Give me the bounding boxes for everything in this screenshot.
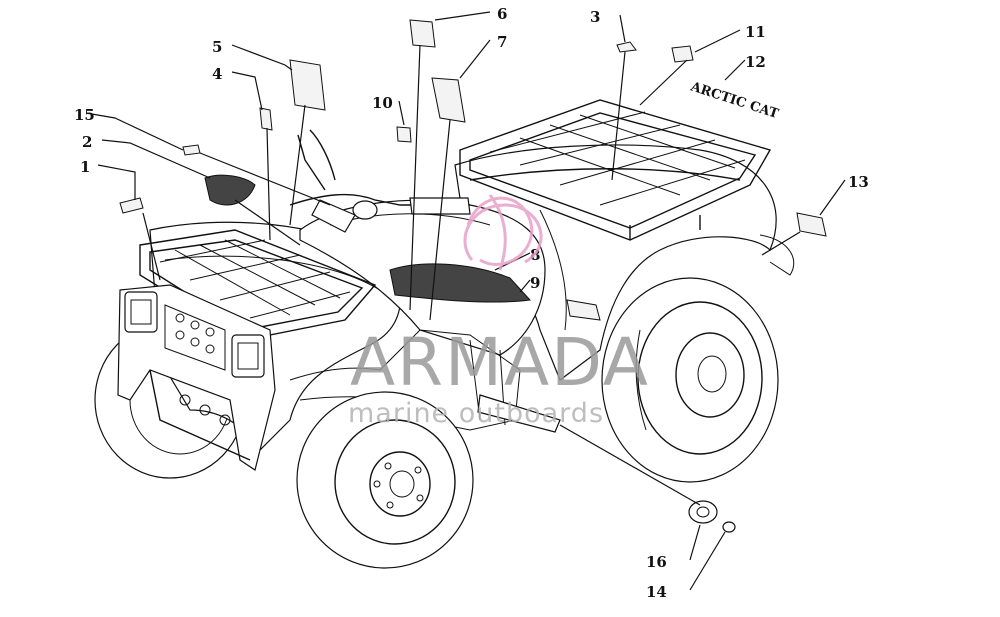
callout-7: 7 [497,33,507,51]
callout-4: 4 [212,65,222,83]
watermark-logo [463,194,543,271]
watermark-title: ARMADA [350,324,650,401]
decal-8-9 [389,263,532,303]
callout-13: 13 [848,173,869,191]
front-bumper [117,284,276,471]
rear-decal-text: ARCTIC CAT [688,79,781,122]
decal-5 [289,59,326,111]
rear-rack [459,99,772,241]
rear-decal-arctic-cat: ARCTIC CAT [688,79,781,122]
callout-3: 3 [590,8,600,26]
callout-11: 11 [745,23,766,41]
callout-16: 16 [646,553,667,571]
engine-frame [289,329,561,433]
front-right-wheel [296,391,474,569]
decal-11 [671,45,694,63]
callout-5: 5 [212,38,222,56]
decal-1 [119,197,144,214]
rear-wheel [601,277,779,483]
leader-lines [85,11,846,591]
decal-3 [616,41,637,53]
callout-9: 9 [530,274,540,292]
decals [119,19,827,321]
decal-13 [796,212,827,237]
decal-2 [204,174,256,206]
watermark: ARMADA marine outboards [348,194,650,429]
watermark-subtitle: marine outboards [348,398,604,429]
decal-4 [259,107,273,131]
decal-side-rear [566,299,601,321]
callout-15: 15 [74,106,95,124]
callout-14: 14 [646,583,667,601]
callout-6: 6 [497,5,507,23]
handlebar [289,129,471,233]
callout-10: 10 [372,94,393,112]
decal-10 [396,126,412,143]
decal-6 [409,19,436,48]
decal-15 [182,144,201,156]
callout-12: 12 [745,53,766,71]
emblem-16-14 [688,500,736,533]
callout-1: 1 [80,158,90,176]
front-rack [139,229,377,341]
callout-numbers: 1 2 3 4 5 6 7 8 9 10 11 12 13 14 15 16 [74,5,869,601]
decal-7 [431,77,466,123]
callout-2: 2 [82,133,92,151]
